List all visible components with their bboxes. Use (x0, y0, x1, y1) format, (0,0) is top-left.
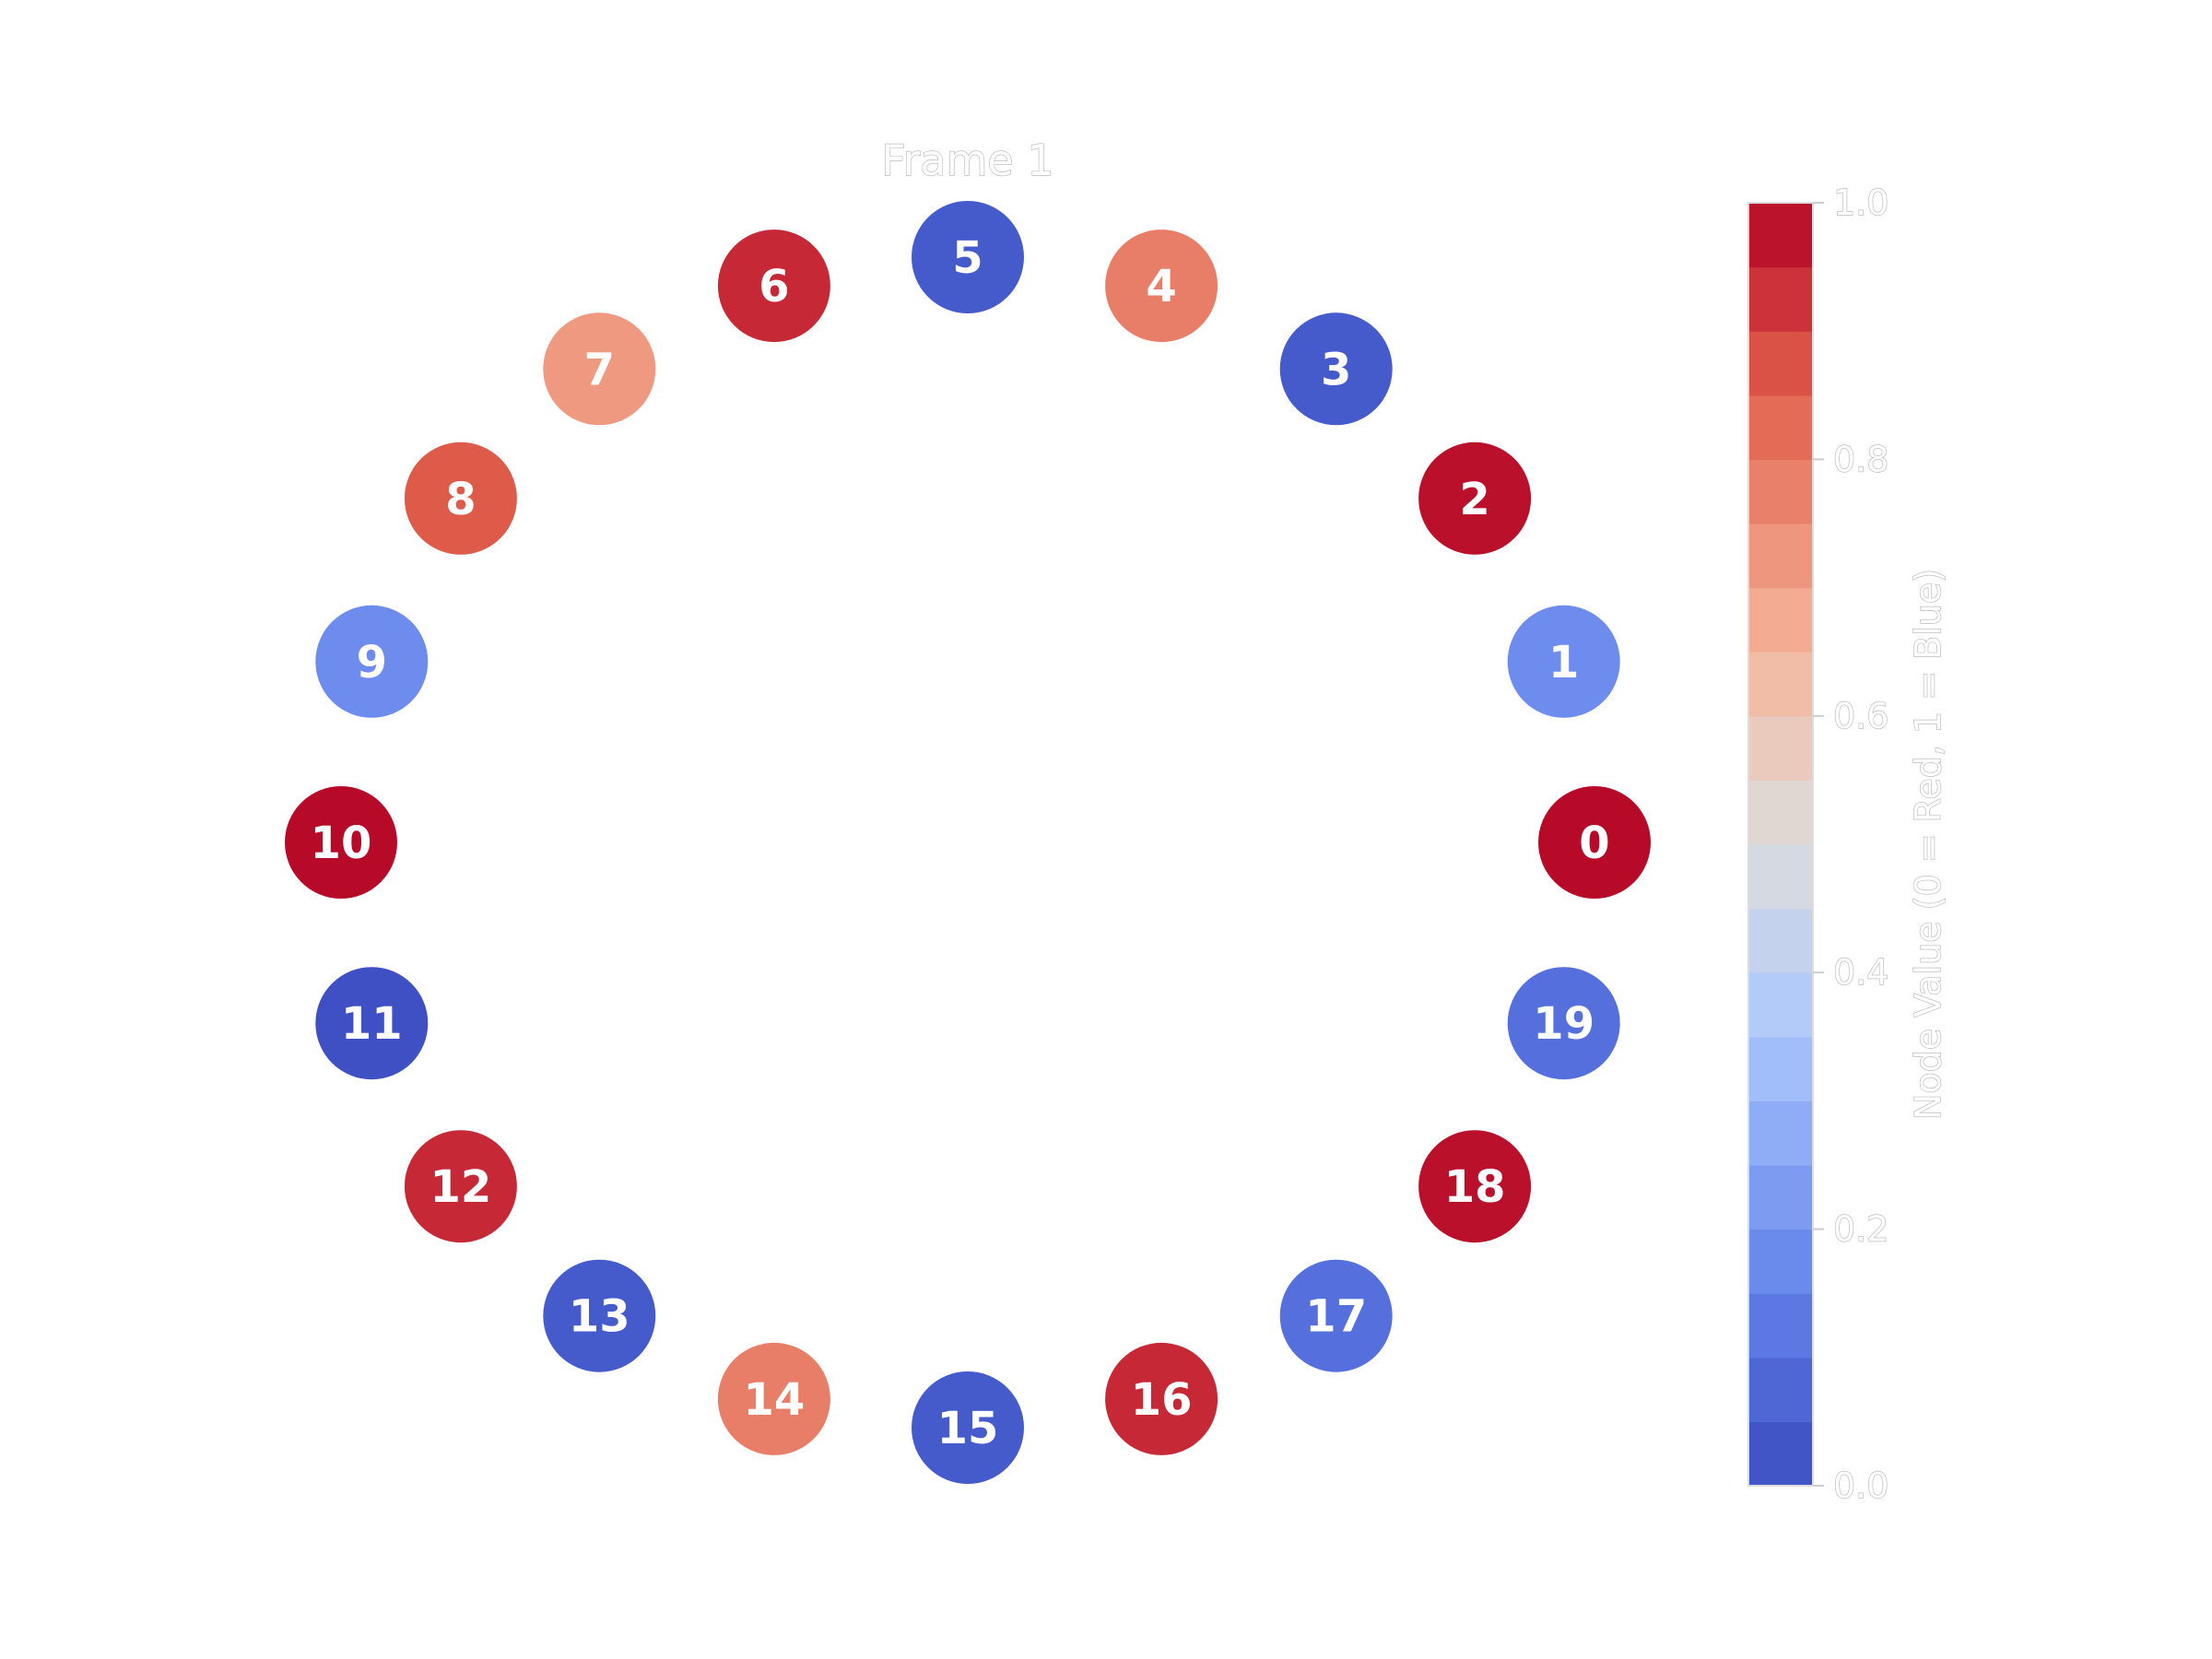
colorbar-tick-label: 0.6 (1833, 696, 1888, 736)
node-10: 10 (285, 786, 397, 899)
colorbar-band (1748, 780, 1813, 845)
node-label: 12 (430, 1161, 492, 1213)
colorbar-band (1748, 1229, 1813, 1294)
node-0: 0 (1538, 786, 1651, 899)
node-label: 19 (1533, 998, 1594, 1050)
colorbar-frame (1747, 202, 1814, 1487)
colorbar-tick-label: 0.4 (1833, 952, 1888, 993)
node-3: 3 (1279, 312, 1393, 426)
node-label: 11 (341, 998, 403, 1050)
node-circle (1507, 605, 1620, 718)
colorbar-band (1748, 331, 1813, 396)
colorbar-band (1748, 524, 1813, 589)
node-circle (543, 1259, 656, 1372)
node-7: 7 (543, 312, 656, 426)
node-label: 7 (584, 344, 615, 395)
colorbar-band (1748, 394, 1813, 460)
node-18: 18 (1418, 1130, 1532, 1243)
colorbar-band (1748, 972, 1813, 1038)
colorbar-ticks: 0.0 0.2 0.4 0.6 0.8 1.0 (1813, 182, 1889, 1507)
node-label: 6 (759, 261, 789, 312)
node-2: 2 (1418, 441, 1532, 555)
colorbar-band (1748, 459, 1813, 524)
node-circle (1538, 786, 1651, 899)
node-circle (1507, 967, 1620, 1080)
colorbar-band (1748, 844, 1813, 910)
colorbar-tick-label: 0.0 (1833, 1465, 1888, 1506)
node-label: 13 (569, 1291, 630, 1343)
node-13: 13 (543, 1259, 656, 1372)
node-circle (717, 229, 830, 343)
colorbar-band (1748, 203, 1813, 268)
colorbar-bands (1748, 203, 1813, 1487)
node-9: 9 (315, 605, 429, 718)
colorbar-band (1748, 1421, 1813, 1487)
node-label: 17 (1305, 1291, 1367, 1343)
colorbar-band (1748, 715, 1813, 781)
colorbar-tick-label: 1.0 (1833, 182, 1888, 223)
node-label: 5 (952, 232, 982, 284)
node-4: 4 (1105, 229, 1218, 343)
node-circle (1279, 1259, 1393, 1372)
node-17: 17 (1279, 1259, 1393, 1372)
node-circle (543, 312, 656, 426)
node-12: 12 (404, 1130, 517, 1243)
colorbar-band (1748, 1293, 1813, 1359)
node-label: 9 (357, 637, 387, 688)
colorbar-band (1748, 652, 1813, 717)
colorbar-band (1748, 1036, 1813, 1101)
node-label: 0 (1579, 818, 1609, 869)
node-circle (285, 786, 397, 899)
node-circle (1418, 441, 1532, 555)
colorbar-band (1748, 1357, 1813, 1422)
node-circle (1279, 312, 1393, 426)
node-6: 6 (717, 229, 830, 343)
node-label: 3 (1321, 344, 1351, 395)
colorbar-band (1748, 908, 1813, 973)
node-1: 1 (1507, 605, 1620, 718)
node-19: 19 (1507, 967, 1620, 1080)
node-label: 4 (1146, 261, 1176, 312)
node-label: 16 (1131, 1374, 1193, 1426)
colorbar-band (1748, 587, 1813, 653)
colorbar-tick-label: 0.8 (1833, 439, 1888, 479)
node-label: 14 (744, 1374, 806, 1426)
node-label: 15 (937, 1403, 999, 1454)
node-label: 8 (445, 474, 476, 525)
node-circle (1105, 1342, 1218, 1455)
node-15: 15 (912, 1371, 1024, 1484)
node-5: 5 (912, 201, 1024, 313)
colorbar-label: Node Value (0 = Red, 1 = Blue) (1908, 569, 1948, 1120)
colorbar-band (1748, 1165, 1813, 1230)
colorbar-band (1748, 1100, 1813, 1166)
node-circle (1105, 229, 1218, 343)
node-label: 1 (1548, 637, 1579, 688)
node-label: 18 (1444, 1161, 1506, 1213)
node-circle (404, 1130, 517, 1243)
colorbar-tick-label: 0.2 (1833, 1209, 1888, 1250)
node-11: 11 (315, 967, 429, 1080)
node-circle (912, 1371, 1024, 1484)
chart-title: Frame 1 (881, 135, 1053, 185)
node-label: 10 (311, 818, 372, 869)
node-circle (1418, 1130, 1532, 1243)
node-8: 8 (404, 441, 517, 555)
node-16: 16 (1105, 1342, 1218, 1455)
node-label: 2 (1459, 474, 1489, 525)
node-circle (404, 441, 517, 555)
colorbar-band (1748, 266, 1813, 332)
node-circle (315, 967, 429, 1080)
node-circle (315, 605, 429, 718)
colorbar: 0.0 0.2 0.4 0.6 0.8 1.0 Node Value (0 = Red, … (1747, 182, 1949, 1507)
node-circle (912, 201, 1024, 313)
node-circle (717, 1342, 830, 1455)
node-14: 14 (717, 1342, 830, 1455)
